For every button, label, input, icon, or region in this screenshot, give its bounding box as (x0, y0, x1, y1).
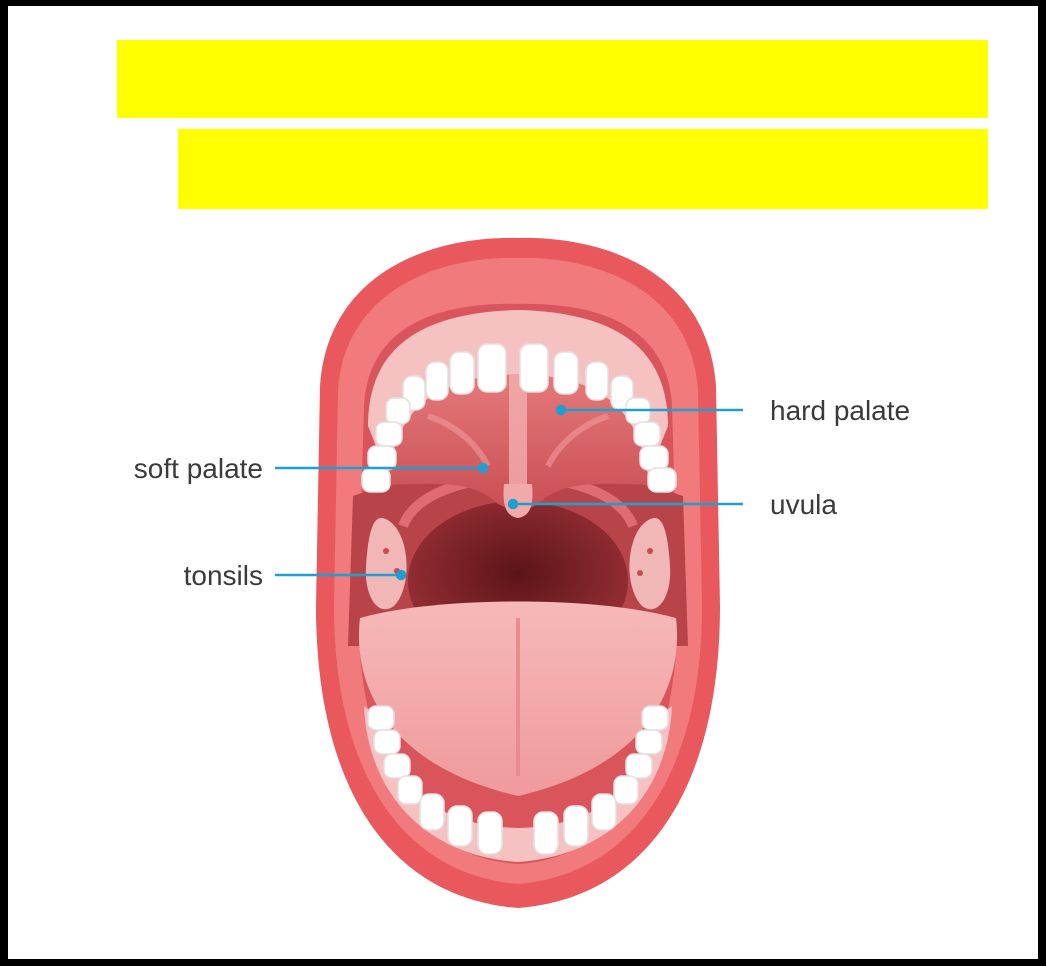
diagram-frame: hard palate soft palate uvula tonsils (8, 6, 1038, 959)
label-hard-palate: hard palate (770, 395, 910, 426)
mouth-anatomy-diagram: hard palate soft palate uvula tonsils (8, 6, 1038, 959)
hard-palate-marker (557, 406, 565, 414)
label-tonsils: tonsils (184, 560, 263, 591)
label-soft-palate: soft palate (134, 453, 263, 484)
label-uvula: uvula (770, 489, 837, 520)
soft-palate-marker (479, 464, 487, 472)
uvula-marker (509, 500, 517, 508)
tonsils-marker (397, 571, 405, 579)
